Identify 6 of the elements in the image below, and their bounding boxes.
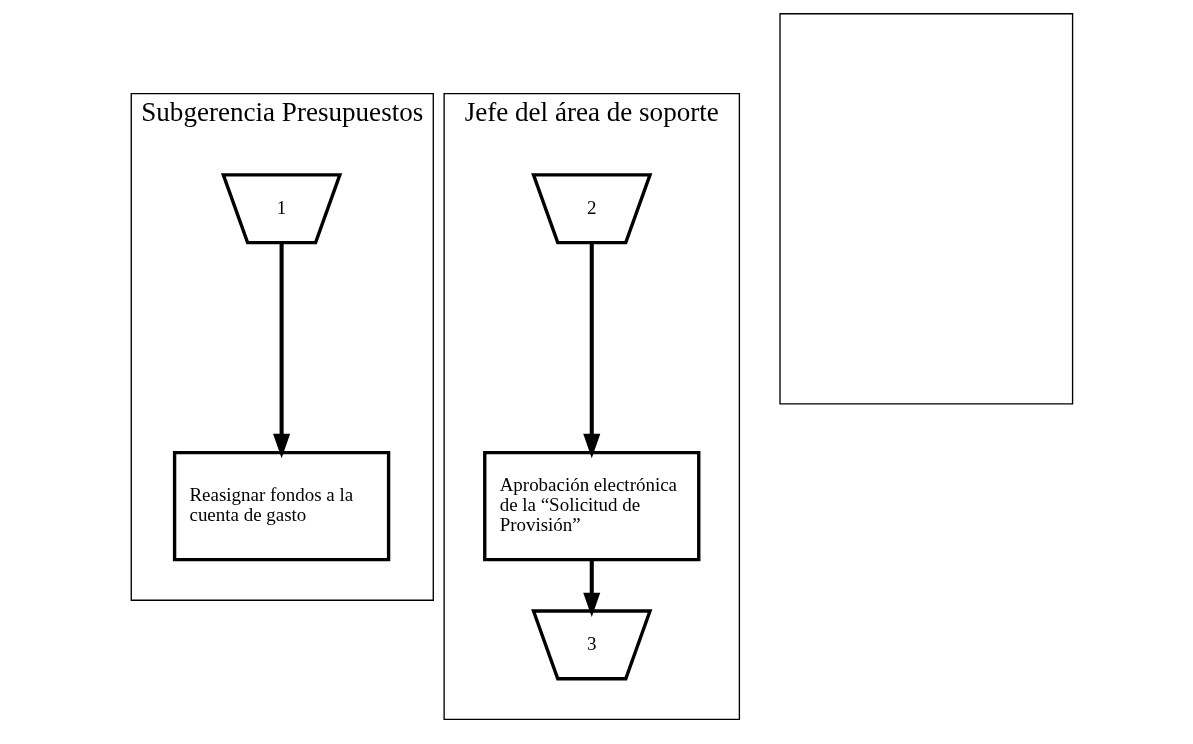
- arrow: [583, 559, 601, 618]
- node-box: [779, 13, 1074, 405]
- arrow: [583, 242, 601, 459]
- arrow: [273, 242, 291, 459]
- node-box: Aprobación electrónica de la “Solicitud de Provisión”: [483, 450, 701, 562]
- node-box: Reasignar fondos a la cuenta de gasto: [172, 450, 391, 562]
